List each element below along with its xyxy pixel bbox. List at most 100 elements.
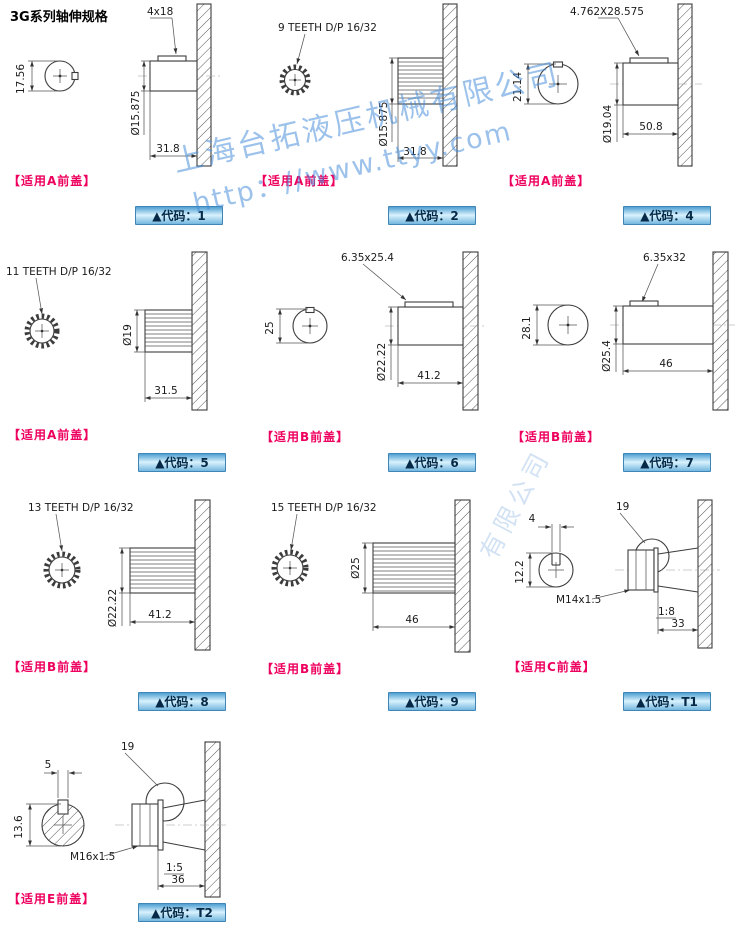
drawing-code-2: 9 TEETH D/P 16/32 Ø15.875 31.8	[278, 3, 458, 167]
mounting-wall	[677, 3, 693, 167]
spec-cell-code-7: 6.35x32 28.1 Ø25.4 46 【适用B前盖】 ▲代码：7	[490, 250, 740, 480]
spec-cell-code-1: 4x18 17.56 Ø15.875 31.8 【适用A前盖】 ▲代码：1	[0, 0, 245, 235]
dim-detail-dia: 19	[121, 741, 134, 753]
cover-label: 【适用B前盖】	[8, 660, 97, 674]
spec-cell-code-T1: 4 19 12.2 M14x1.5 1:8 33 【适用C前盖】 ▲代码：T1	[490, 498, 740, 718]
side-view	[138, 3, 222, 167]
dim-shaft-length: 50.8	[639, 121, 662, 133]
dim-key-size: 4.762X28.575	[570, 6, 644, 18]
end-view	[537, 61, 579, 105]
mounting-wall	[196, 3, 212, 167]
cover-label: 【适用B前盖】	[261, 662, 350, 676]
dim-shaft-length: 46	[405, 614, 419, 626]
gear-end-view	[279, 64, 311, 96]
dim-shaft-length: 31.8	[403, 146, 426, 158]
side-view	[397, 3, 458, 167]
shaft	[622, 305, 714, 345]
side-view	[115, 741, 228, 898]
dim-shaft-length: 31.8	[156, 143, 179, 155]
mounting-wall	[454, 499, 471, 653]
page-title: 3G系列轴伸规格	[10, 10, 108, 25]
side-view	[144, 251, 208, 411]
shaft-key	[629, 57, 669, 64]
shaft	[149, 60, 198, 92]
dim-shaft-diameter: Ø25.4	[601, 340, 613, 372]
mounting-wall	[442, 3, 458, 167]
dim-key-size: 6.35x32	[643, 252, 686, 264]
mounting-wall	[191, 251, 208, 411]
dim-spline-spec: 9 TEETH D/P 16/32	[278, 22, 377, 34]
end-view	[41, 799, 85, 847]
taper-shaft-bottom	[657, 585, 699, 593]
mounting-wall	[204, 741, 221, 898]
dim-shaft-length: 36	[171, 874, 185, 886]
detail-circle	[145, 782, 185, 822]
cover-label: 【适用A前盖】	[8, 428, 97, 442]
taper-shaft-top	[657, 547, 699, 555]
dim-spline-spec: 13 TEETH D/P 16/32	[28, 502, 134, 514]
dim-end-height: 21.14	[512, 72, 524, 102]
cover-label: 【适用B前盖】	[512, 430, 601, 444]
mounting-wall	[194, 499, 211, 651]
dim-taper-ratio: 1:8	[658, 606, 675, 618]
spec-cell-code-4: 4.762X28.575 21.14 Ø19.04 50.8 【适用A前盖】 ▲…	[490, 0, 740, 235]
code-badge: ▲代码：T1	[623, 692, 711, 711]
gear-end-view	[271, 549, 309, 587]
dim-shaft-diameter: Ø19.04	[602, 105, 614, 144]
dim-taper-ratio: 1:5	[166, 862, 183, 874]
dim-shaft-diameter: Ø15.875	[378, 101, 390, 146]
dim-thread-spec: M16x1.5	[70, 851, 115, 863]
shaft-key	[157, 55, 187, 62]
keyway	[552, 61, 564, 68]
cover-label: 【适用A前盖】	[502, 174, 591, 188]
drawing-code-T1: 4 19 12.2 M14x1.5 1:8 33	[514, 499, 720, 649]
drawing-code-5: 11 TEETH D/P 16/32 Ø19 31.5	[6, 251, 208, 411]
side-view	[610, 251, 735, 411]
dim-end-height: 28.1	[521, 316, 533, 339]
mounting-wall	[697, 499, 713, 649]
dim-end-height: 12.2	[514, 560, 526, 583]
spline-shaft	[397, 57, 444, 105]
code-badge: ▲代码：1	[135, 206, 223, 225]
spec-cell-code-6: 6.35x25.4 25 Ø22.22 41.2 【适用B前盖】 ▲代码：6	[245, 250, 490, 480]
drawing-code-9: 15 TEETH D/P 16/32 Ø25 46	[271, 499, 471, 653]
side-view	[615, 499, 720, 649]
spec-cell-code-5: 11 TEETH D/P 16/32 Ø19 31.5 【适用A前盖】 ▲代码：…	[0, 250, 240, 480]
dim-shaft-length: 31.5	[154, 385, 177, 397]
dim-shaft-diameter: Ø22.22	[376, 343, 388, 381]
mounting-wall	[712, 251, 729, 411]
drawing-code-1: 4x18 17.56 Ø15.875 31.8	[15, 3, 222, 167]
dim-spline-spec: 15 TEETH D/P 16/32	[271, 502, 377, 514]
drawing-code-7: 6.35x32 28.1 Ø25.4 46	[521, 251, 735, 411]
spec-cell-code-8: 13 TEETH D/P 16/32 Ø22.22 41.2 【适用B前盖】 ▲…	[0, 498, 240, 718]
mounting-wall	[462, 251, 479, 411]
side-view	[610, 3, 702, 167]
dim-thread-spec: M14x1.5	[556, 594, 601, 606]
dim-key-size: 4x18	[147, 6, 173, 18]
cover-label: 【适用A前盖】	[8, 174, 97, 188]
end-view	[547, 304, 589, 346]
dim-end-height: 17.56	[15, 64, 27, 94]
code-badge: ▲代码：8	[138, 692, 226, 711]
nut	[627, 549, 655, 591]
code-badge: ▲代码：2	[388, 206, 476, 225]
code-badge: ▲代码：5	[138, 453, 226, 472]
dim-shaft-length: 41.2	[148, 609, 171, 621]
cover-label: 【适用B前盖】	[261, 430, 350, 444]
dim-shaft-diameter: Ø25	[350, 557, 362, 579]
cover-label: 【适用C前盖】	[508, 660, 596, 674]
dim-shaft-diameter: Ø19	[122, 324, 134, 346]
drawing-code-T2: 5 19 13.6 M16x1.5 1:5 36	[13, 741, 228, 898]
dim-end-height: 13.6	[13, 815, 25, 839]
spline-shaft	[144, 309, 193, 353]
drawing-code-6: 6.35x25.4 25 Ø22.22 41.2	[264, 251, 485, 411]
code-badge: ▲代码：4	[623, 206, 711, 225]
spline-shaft	[129, 547, 196, 594]
shaft-key	[404, 301, 454, 308]
side-view	[129, 499, 211, 651]
dim-key-width: 4	[529, 513, 536, 525]
drawing-code-4: 4.762X28.575 21.14 Ø19.04 50.8	[512, 3, 702, 167]
taper-shaft-top	[162, 799, 206, 809]
end-view	[538, 552, 574, 588]
gear-end-view	[43, 551, 81, 589]
